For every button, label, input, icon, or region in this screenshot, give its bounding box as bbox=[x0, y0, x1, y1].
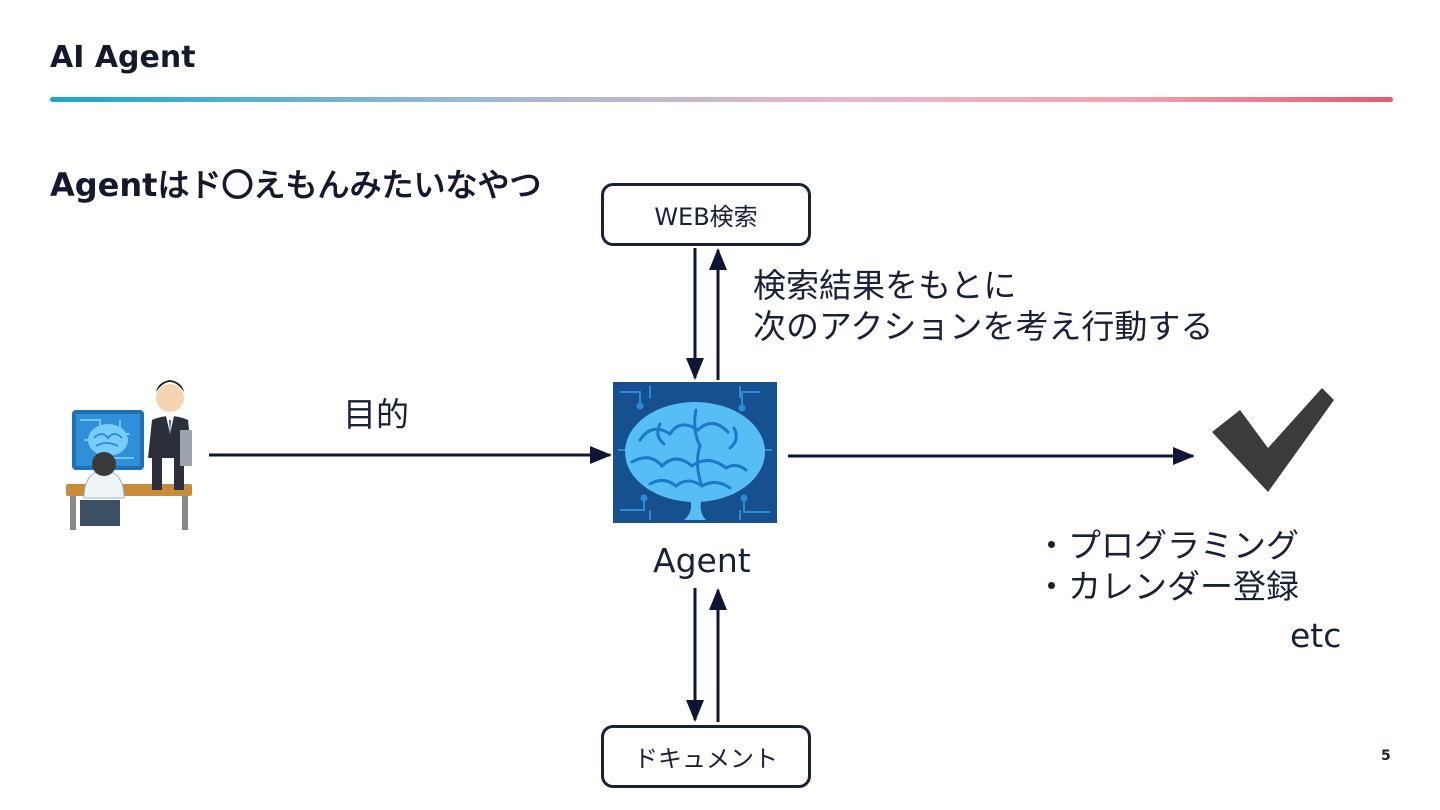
document-box-label: ドキュメント bbox=[634, 745, 778, 773]
checkmark-icon bbox=[1212, 388, 1334, 492]
person-with-brain-monitor-icon bbox=[66, 380, 192, 530]
examples-list: ・プログラミング ・カレンダー登録 bbox=[1035, 525, 1299, 608]
ai-brain-chip-icon bbox=[613, 382, 777, 523]
example-item: ・プログラミング bbox=[1035, 526, 1299, 565]
web-search-note: 検索結果をもとに 次のアクションを考え行動する bbox=[753, 265, 1213, 348]
web-search-note-line1: 検索結果をもとに bbox=[753, 266, 1017, 305]
web-search-box: WEB検索 bbox=[601, 183, 811, 246]
example-item: ・カレンダー登録 bbox=[1035, 567, 1299, 607]
agent-label: Agent bbox=[653, 541, 751, 580]
web-search-note-line2: 次のアクションを考え行動する bbox=[753, 307, 1214, 347]
slide-heading: Agentはド〇えもんみたいなやつ bbox=[50, 166, 542, 204]
purpose-label: 目的 bbox=[343, 395, 409, 434]
page-number: 5 bbox=[1381, 748, 1391, 764]
web-search-box-label: WEB検索 bbox=[654, 203, 758, 231]
etc-label: etc bbox=[1290, 616, 1342, 655]
slide-title: AI Agent bbox=[50, 40, 196, 75]
title-gradient-rule bbox=[50, 97, 1393, 102]
document-box: ドキュメント bbox=[601, 725, 811, 788]
